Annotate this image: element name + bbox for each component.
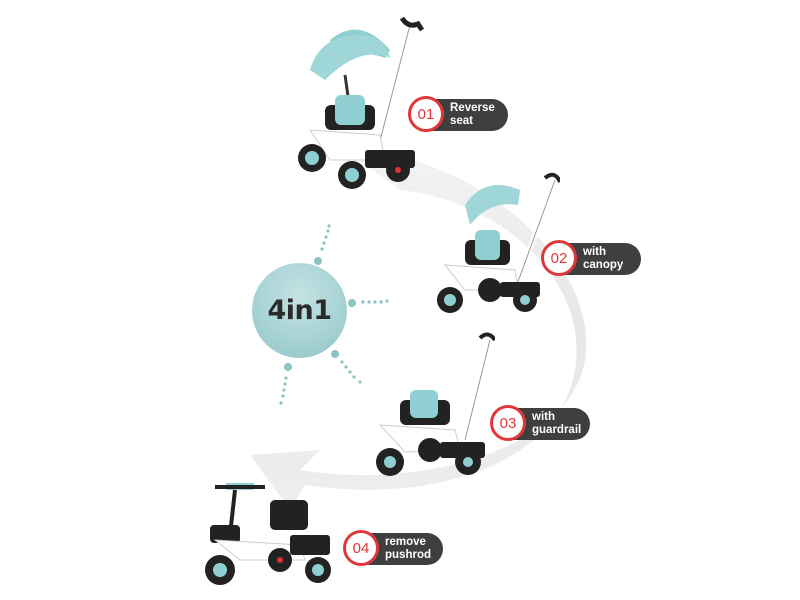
- step-4-number-badge: 04: [343, 530, 379, 566]
- tricycle-image-2: [437, 172, 560, 313]
- step-1-number-badge: 01: [408, 96, 444, 132]
- step-3-text: with guardrail: [532, 411, 582, 436]
- hub-label: 4in1: [267, 295, 332, 326]
- tricycle-image-4: [205, 483, 331, 585]
- step-1-text: Reverse seat: [450, 102, 495, 127]
- step-4-text: remove pushrod: [385, 536, 431, 561]
- step-1-label: 01 Reverse seat: [408, 96, 508, 132]
- 4in1-hub-circle: 4in1: [252, 263, 347, 358]
- curved-arrow: [250, 150, 587, 510]
- tricycle-image-3: [376, 332, 495, 476]
- tricycle-image-1: [298, 16, 425, 189]
- step-2-label: 02 with canopy: [541, 240, 641, 276]
- step-4-label: 04 remove pushrod: [343, 530, 443, 566]
- step-3-number-badge: 03: [490, 405, 526, 441]
- step-2-number-badge: 02: [541, 240, 577, 276]
- step-2-text: with canopy: [583, 246, 624, 271]
- dotted-rays: [279, 224, 389, 405]
- step-3-label: 03 with guardrail: [490, 405, 590, 441]
